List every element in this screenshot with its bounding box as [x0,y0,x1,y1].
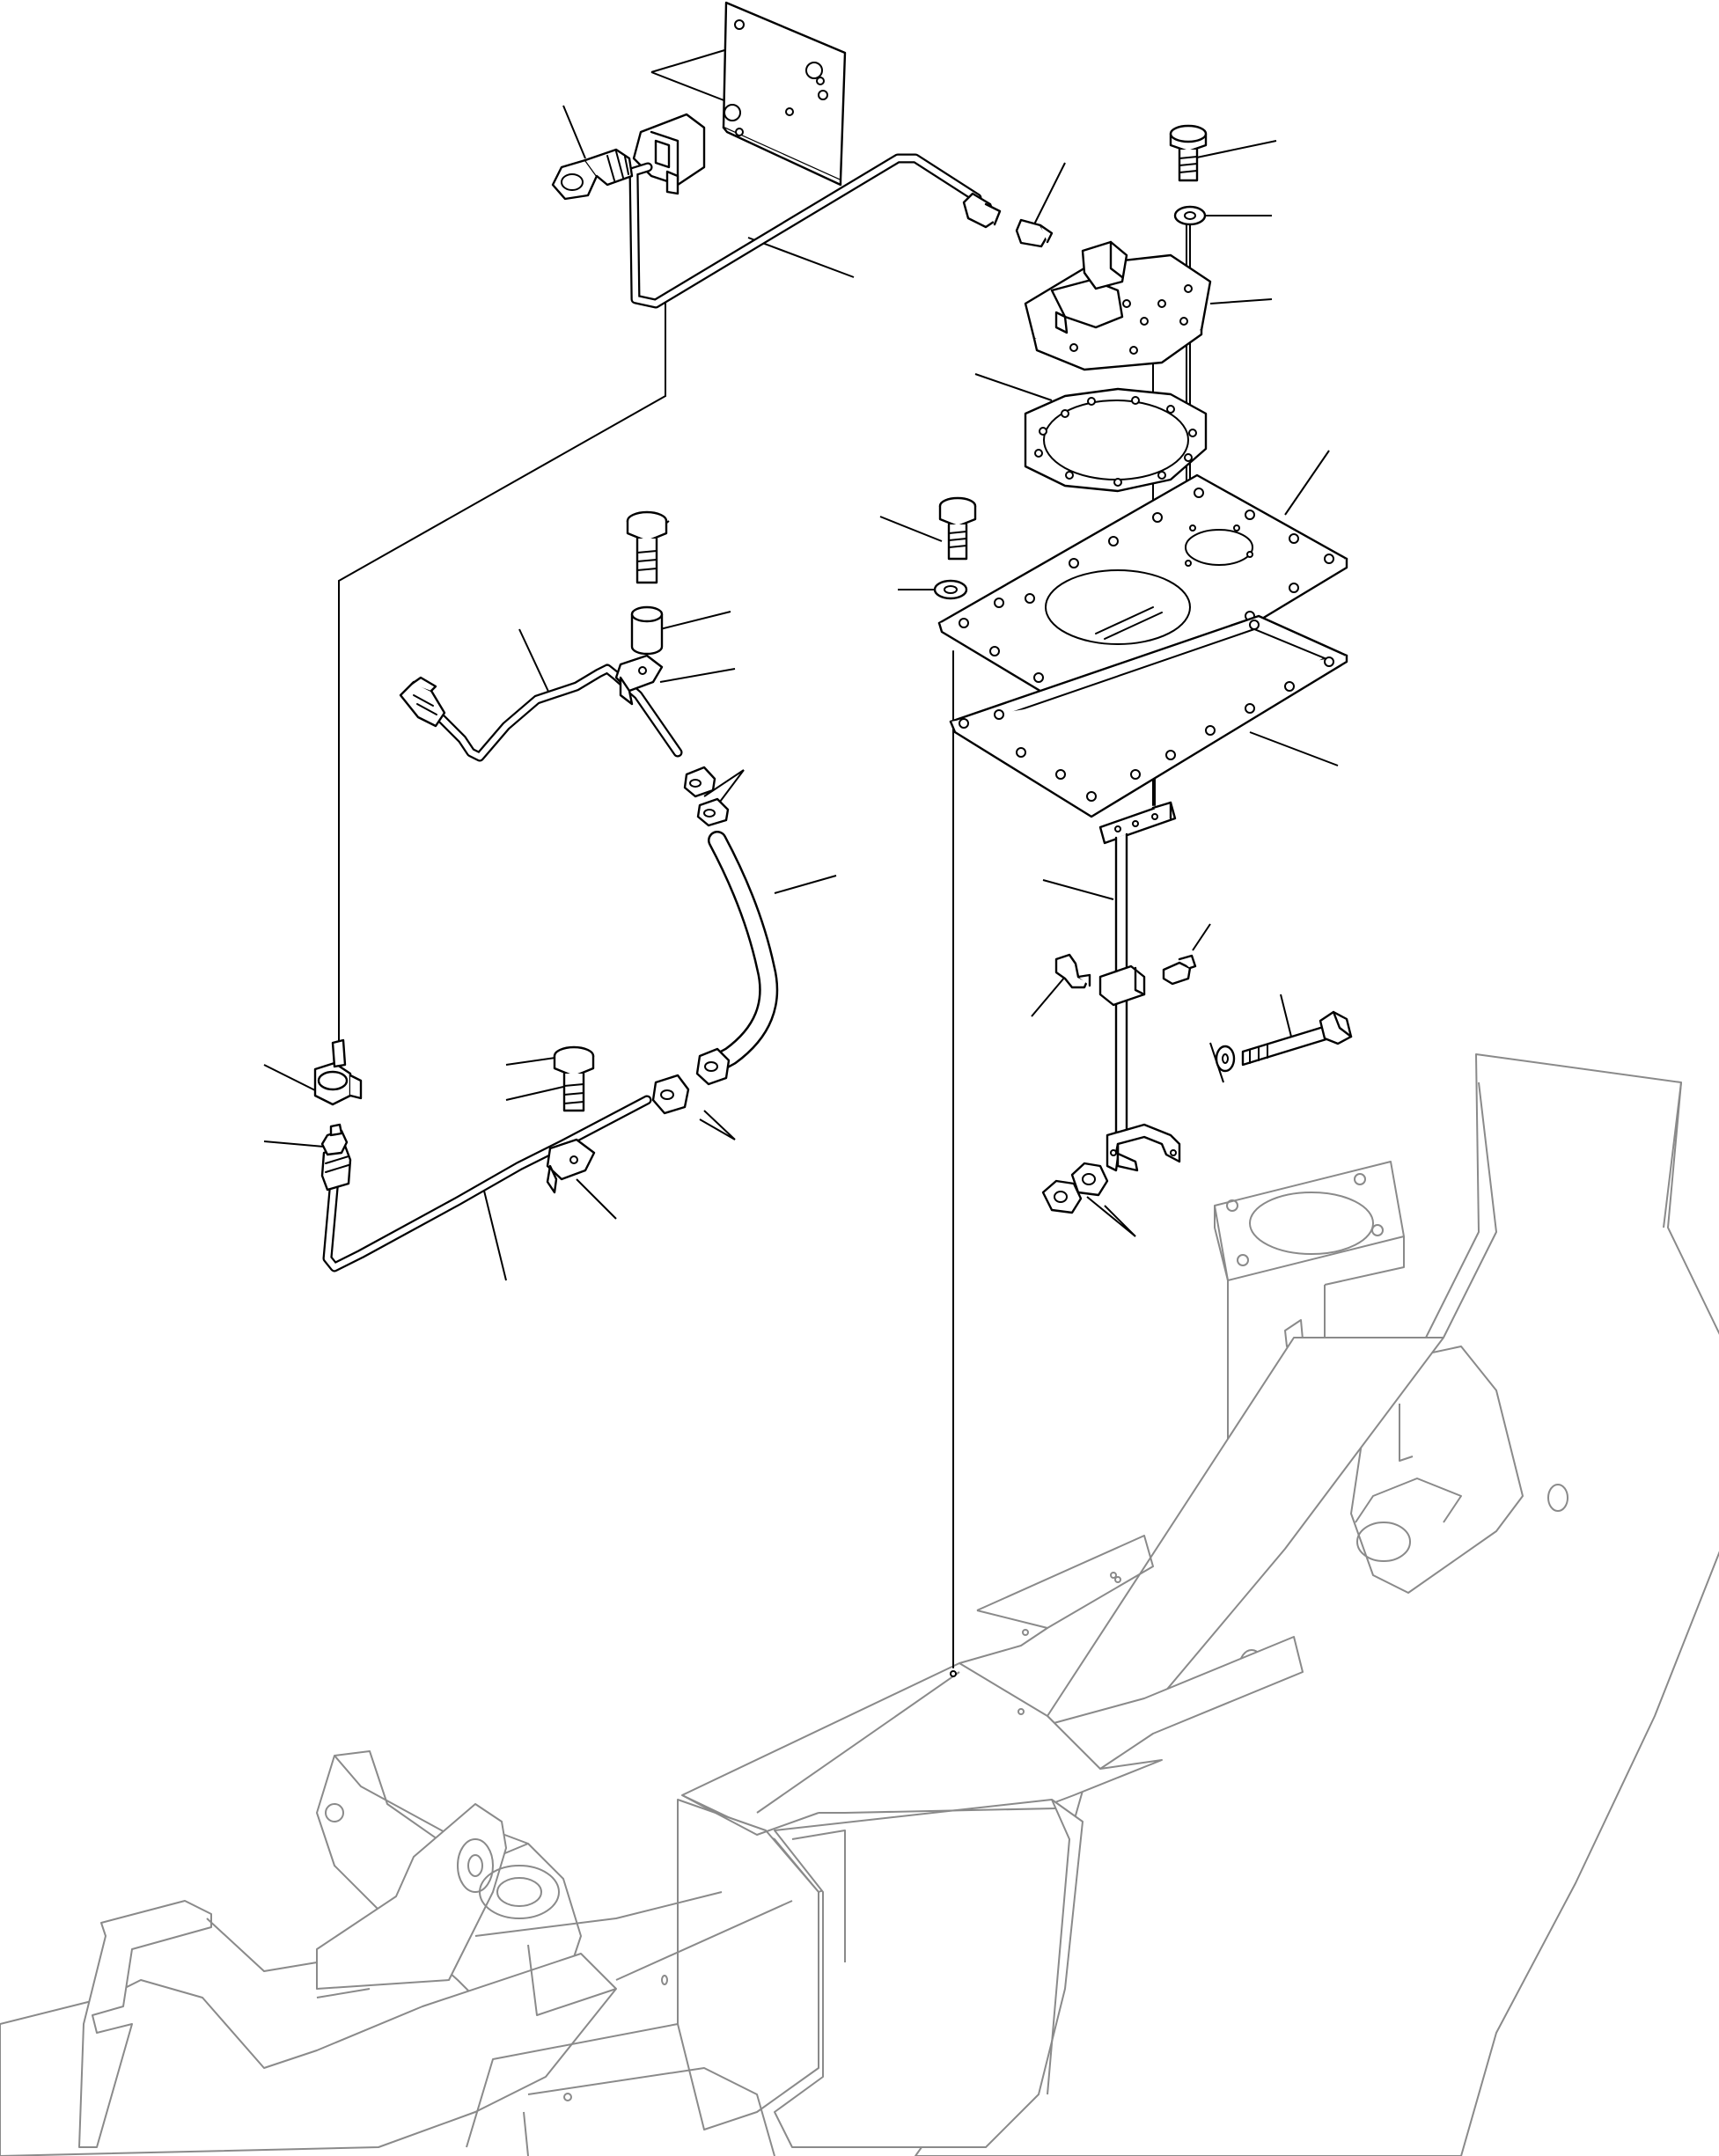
elbow-fitting [1054,953,1091,989]
round-gasket [1024,387,1208,493]
long-bolt [1241,1010,1353,1067]
lower-tube [320,1095,652,1272]
flange-bolt-left [626,510,668,584]
union-fitting [1015,218,1054,248]
upper-tube [628,153,1002,309]
clip-bracket [632,113,706,195]
flange-bolt-upper-left [551,148,634,201]
rubber-hose [702,831,779,1076]
revolving-frame [0,1053,1719,2156]
u-bracket [1106,1123,1181,1172]
flange-bolt-middle [938,496,977,561]
hose-clamps-lower [651,1047,731,1115]
straight-connector [1162,954,1197,986]
plate-gasket [949,614,1348,818]
banjo-elbow [313,1038,363,1106]
adapter-fitting [320,1123,349,1156]
upper-mounting-plate [722,1,847,187]
nuts [1041,1162,1109,1214]
washer-top-right [1173,205,1207,226]
sensor-cover-plate [1024,240,1212,371]
tube-clamp-upper [614,654,664,706]
washer-lower [1215,1045,1236,1073]
bracket-rod [1098,801,1177,1137]
flange-bolt-lower [553,1045,595,1112]
cover-plate [937,473,1348,723]
spacer-collar [630,605,664,656]
washer-middle [933,579,968,600]
hose-clamps-upper [683,766,730,827]
flange-bolt-top-right [1169,124,1208,182]
tube-clamp-lower [546,1138,596,1194]
